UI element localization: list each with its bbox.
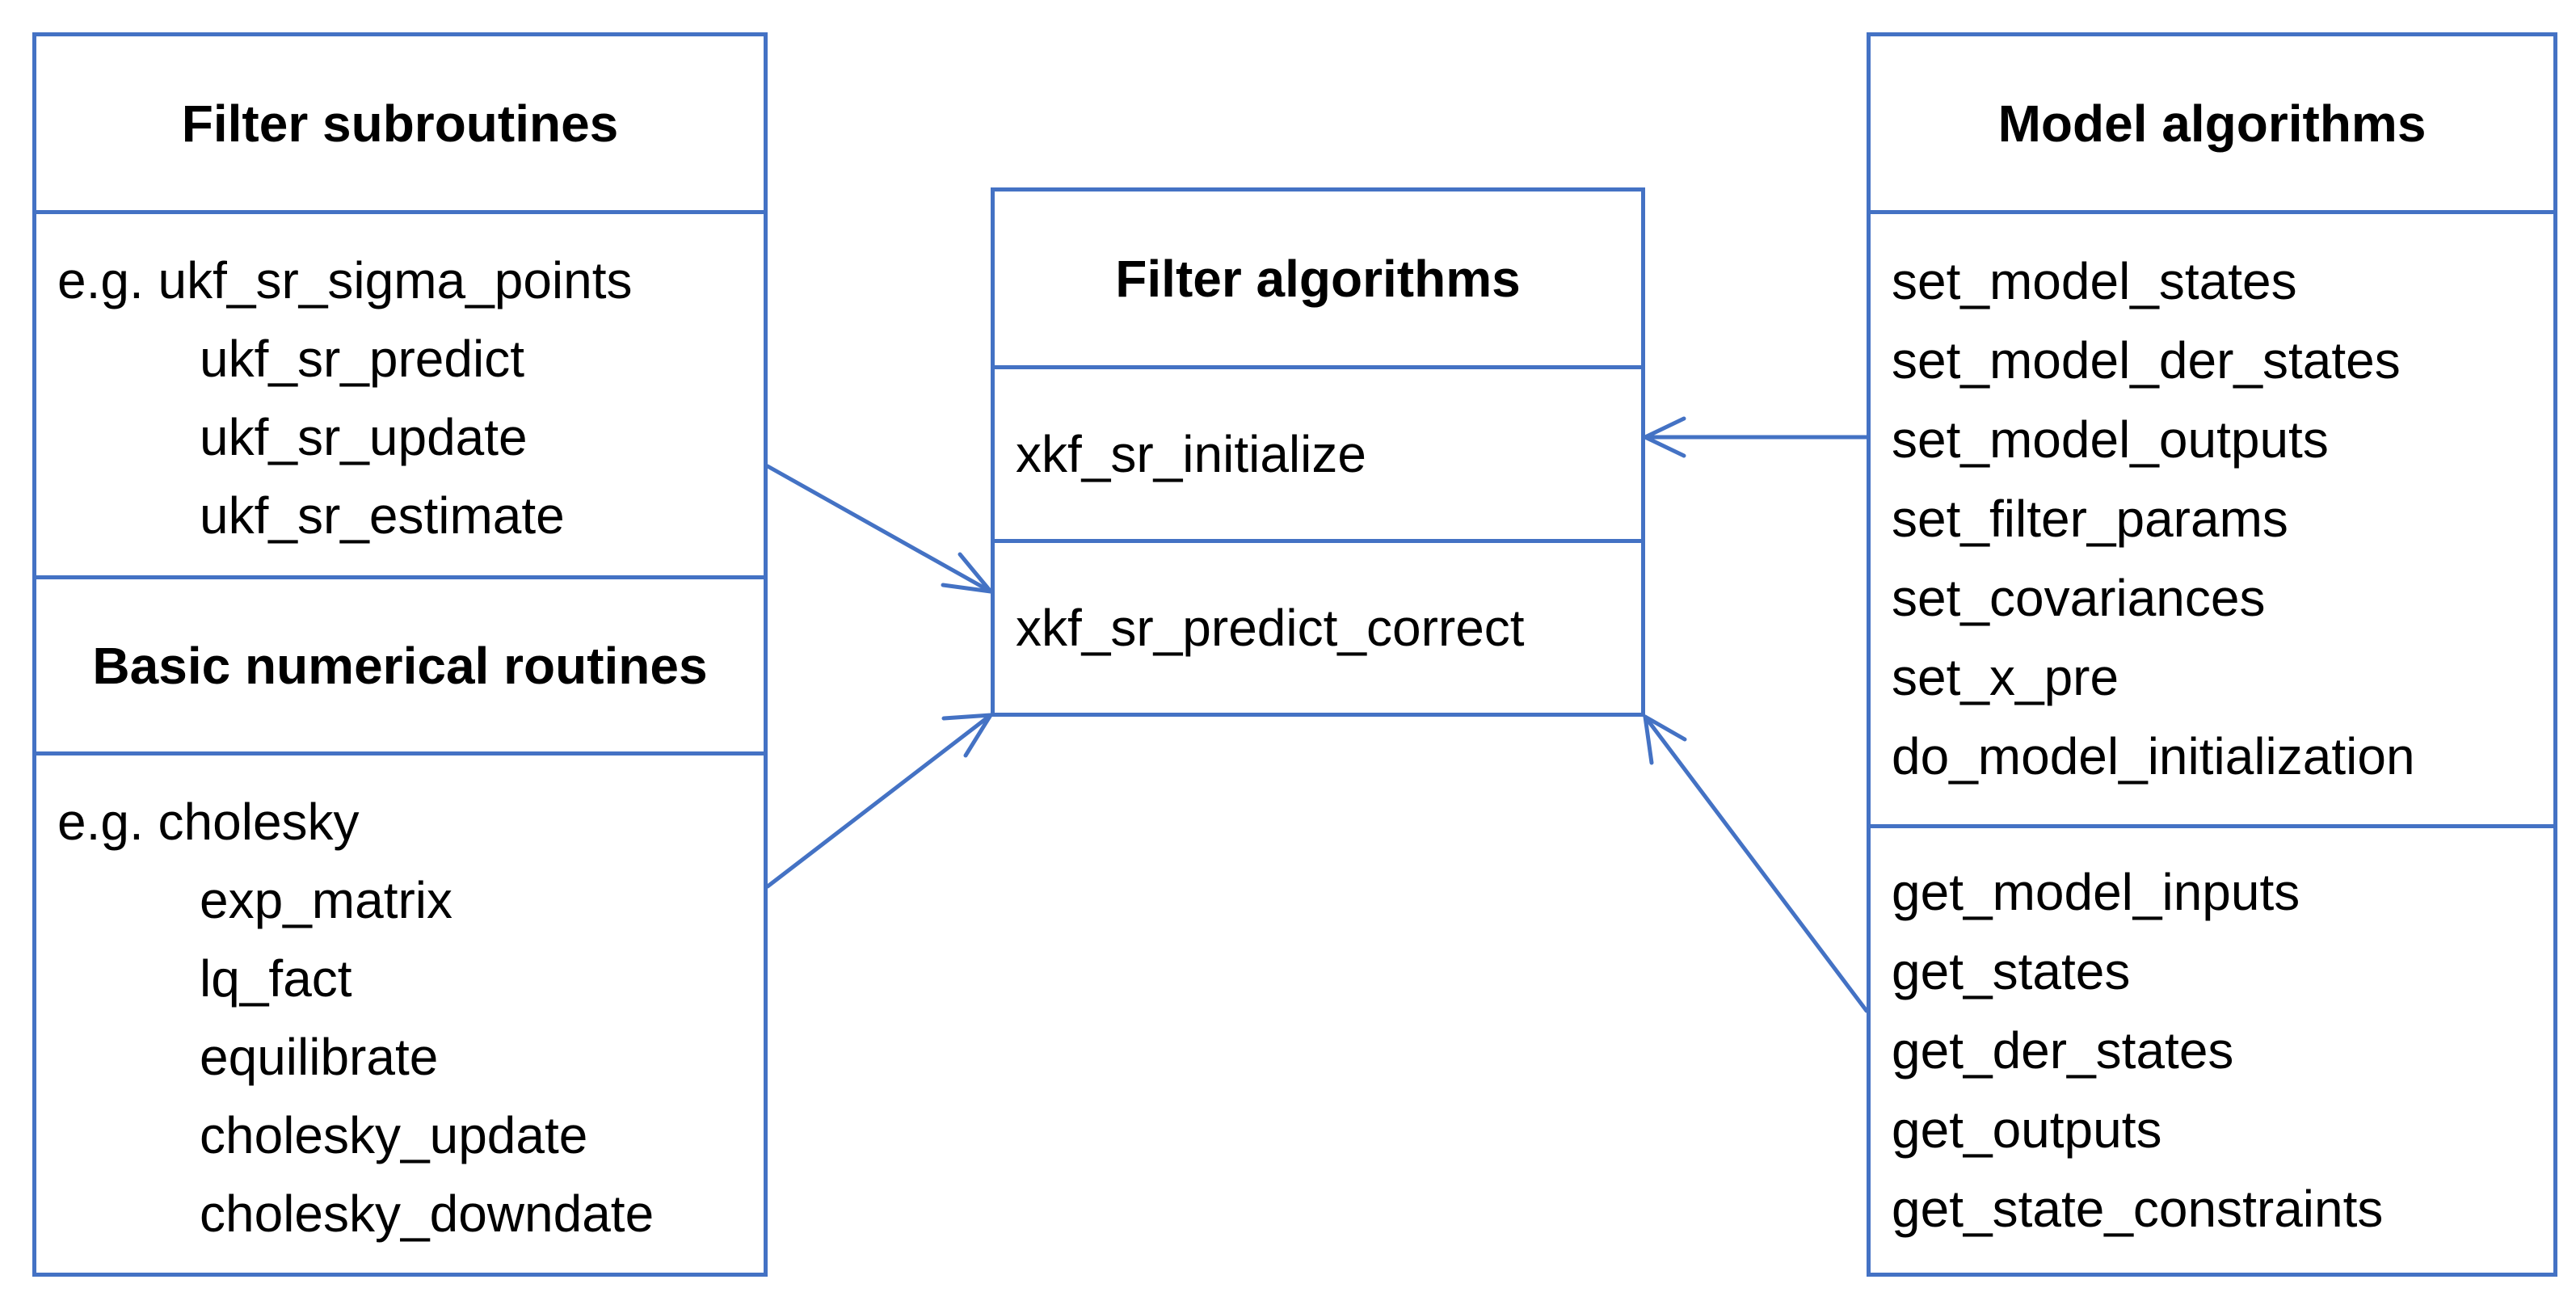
- list-item: get_der_states: [1892, 1021, 2234, 1080]
- numerical-routines-list: e.g. cholesky exp_matrix lq_fact equilib…: [36, 751, 764, 1273]
- list-item: set_model_outputs: [1892, 410, 2329, 469]
- filter-subroutines-list: e.g. ukf_sr_sigma_points ukf_sr_predict …: [36, 210, 764, 575]
- list-item: equilibrate: [200, 1028, 439, 1086]
- list-item: cholesky_downdate: [200, 1185, 655, 1243]
- list-item: ukf_sr_update: [200, 408, 528, 466]
- arrow-model-get-to-predict: [1643, 714, 1869, 1013]
- filter-algorithms-title: Filter algorithms: [1115, 249, 1521, 308]
- list-item: get_states: [1892, 942, 2131, 1000]
- filter-subroutines-header: Filter subroutines: [36, 36, 764, 210]
- list-item: get_model_inputs: [1892, 863, 2300, 921]
- list-item: set_x_pre: [1892, 648, 2119, 706]
- list-item: ukf_sr_estimate: [200, 486, 565, 545]
- list-item: set_model_states: [1892, 252, 2297, 310]
- list-item: cholesky_update: [200, 1106, 588, 1164]
- list-item: set_model_der_states: [1892, 331, 2401, 389]
- model-algorithms-box: Model algorithms set_model_states set_mo…: [1867, 32, 2557, 1277]
- predict-correct-label: xkf_sr_predict_correct: [1016, 599, 1525, 657]
- list-item: get_outputs: [1892, 1101, 2162, 1159]
- list-item: e.g. ukf_sr_sigma_points: [57, 251, 633, 309]
- model-algorithms-header: Model algorithms: [1871, 36, 2553, 210]
- list-item: exp_matrix: [200, 871, 452, 929]
- list-item: do_model_initialization: [1892, 727, 2415, 785]
- filter-subroutines-title: Filter subroutines: [181, 94, 619, 153]
- model-get-list: get_model_inputs get_states get_der_stat…: [1871, 824, 2553, 1273]
- list-item: get_state_constraints: [1892, 1180, 2384, 1238]
- list-item: set_filter_params: [1892, 490, 2288, 548]
- predict-correct-section: xkf_sr_predict_correct: [995, 539, 1641, 713]
- model-algorithms-title: Model algorithms: [1997, 94, 2427, 153]
- list-item: e.g. cholesky: [57, 793, 360, 851]
- initialize-label: xkf_sr_initialize: [1016, 425, 1366, 483]
- model-set-list: set_model_states set_model_der_states se…: [1871, 210, 2553, 824]
- numerical-routines-title: Basic numerical routines: [92, 636, 708, 695]
- initialize-section: xkf_sr_initialize: [995, 365, 1641, 539]
- list-item: lq_fact: [200, 949, 352, 1008]
- numerical-routines-header: Basic numerical routines: [36, 575, 764, 751]
- filter-algorithms-header: Filter algorithms: [995, 192, 1641, 365]
- list-item: ukf_sr_predict: [200, 330, 524, 388]
- arrow-numerical-to-filter: [765, 713, 993, 889]
- list-item: set_covariances: [1892, 569, 2266, 627]
- arrow-model-to-initialize: [1643, 416, 1869, 458]
- arrow-subroutines-to-filter: [765, 464, 993, 594]
- left-routines-box: Filter subroutines e.g. ukf_sr_sigma_poi…: [32, 32, 768, 1277]
- filter-algorithms-box: Filter algorithms xkf_sr_initialize xkf_…: [991, 187, 1645, 717]
